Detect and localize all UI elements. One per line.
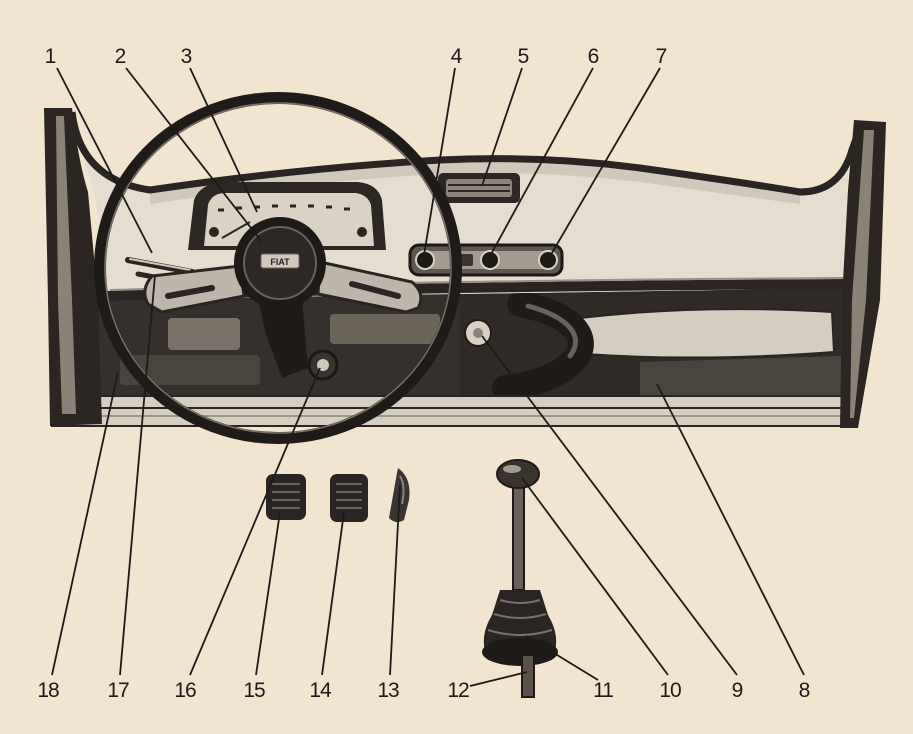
spoke-slot <box>165 285 215 299</box>
under-dash-block <box>330 314 440 344</box>
callout-label-1: 1 <box>45 45 56 68</box>
leader-line-8 <box>656 383 805 676</box>
leader-line-13 <box>389 484 401 676</box>
leader-line-4 <box>423 67 456 256</box>
heater-duct-highlight <box>525 303 578 359</box>
leader-line-18 <box>51 371 119 676</box>
callout-label-15: 15 <box>243 679 265 702</box>
under-dash-block <box>168 318 240 350</box>
callout-label-2: 2 <box>115 45 126 68</box>
callout-label-12: 12 <box>447 679 469 702</box>
gear-knob-highlight <box>503 465 521 473</box>
callout-label-7: 7 <box>656 45 667 68</box>
steering-wheel-rim-highlight <box>104 102 452 434</box>
callout-label-17: 17 <box>107 679 129 702</box>
leader-line-12 <box>469 671 528 687</box>
callout-label-11: 11 <box>593 679 613 702</box>
horn-badge <box>260 253 300 269</box>
callout-label-6: 6 <box>588 45 599 68</box>
callout-label-3: 3 <box>181 45 192 68</box>
gear-lever-knob <box>496 459 540 489</box>
callout-label-9: 9 <box>732 679 743 702</box>
speedometer-needle <box>221 221 251 239</box>
steering-assembly: FIAT <box>94 92 462 444</box>
leader-line-6 <box>488 67 594 259</box>
callout-label-8: 8 <box>799 679 810 702</box>
leader-line-15 <box>255 511 281 676</box>
brake-pedal <box>330 474 368 522</box>
under-dash-lower <box>640 356 842 396</box>
gear-lever-shaft <box>512 483 525 591</box>
horn-badge-text: FIAT <box>270 257 290 267</box>
leader-line-7 <box>548 67 661 259</box>
steering-column <box>258 298 308 378</box>
leader-line-16 <box>189 367 321 676</box>
leader-line-5 <box>481 67 523 187</box>
wiper-switch-knob <box>480 250 500 270</box>
leader-line-11 <box>525 635 599 681</box>
callout-label-13: 13 <box>377 679 399 702</box>
callout-label-14: 14 <box>309 679 332 702</box>
handbrake-rod <box>521 654 535 698</box>
callout-label-16: 16 <box>174 679 196 702</box>
callout-label-4: 4 <box>451 45 463 68</box>
leader-line-14 <box>321 511 345 676</box>
brake-pedal-ribs <box>336 483 362 509</box>
leader-line-17 <box>119 274 156 676</box>
indicator-stalk-highlight <box>129 258 191 271</box>
spoke-slot <box>349 281 401 299</box>
clutch-pedal-ribs <box>272 483 300 509</box>
leader-line-1 <box>56 67 153 254</box>
leader-lines <box>51 67 805 687</box>
vent-grille-inner <box>446 179 512 197</box>
warning-lamp <box>209 227 219 237</box>
left-pillar-trim <box>56 116 76 414</box>
leader-line-10 <box>521 477 669 676</box>
callout-label-10: 10 <box>659 679 681 702</box>
callout-label-5: 5 <box>518 45 529 68</box>
choke-knob <box>538 250 558 270</box>
callout-labels: 1 2 3 4 5 6 7 8 9 10 11 12 13 14 15 16 1… <box>37 45 810 702</box>
under-dash-knob-center <box>473 328 483 338</box>
callout-label-18: 18 <box>37 679 59 702</box>
indicator-stalk <box>125 257 195 275</box>
right-pillar-trim <box>850 130 874 418</box>
leader-line-2 <box>125 67 263 243</box>
accelerator-highlight <box>399 475 405 505</box>
under-dash-block <box>120 355 260 385</box>
dashboard <box>44 108 886 428</box>
warning-lamp <box>357 227 367 237</box>
leader-line-9 <box>481 335 738 676</box>
steering-wheel-rim <box>94 92 462 444</box>
parcel-shelf <box>578 308 836 359</box>
dashboard-top-piping <box>68 111 866 196</box>
leader-line-3 <box>189 67 258 213</box>
gear-lever-base <box>482 638 558 666</box>
